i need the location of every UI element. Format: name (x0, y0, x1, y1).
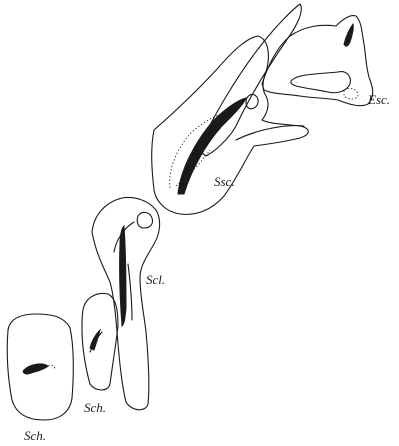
section-scl (92, 198, 160, 410)
section-esc (262, 16, 373, 106)
label-sch-inner: Sch. (84, 400, 106, 415)
label-esc: Esc. (367, 92, 390, 107)
section-sch-outer (7, 314, 73, 420)
label-ssc: Ssc. (214, 174, 235, 189)
label-scl: Scl. (146, 272, 165, 287)
label-sch-outer: Sch. (24, 428, 46, 443)
section-sch-inner (82, 294, 118, 391)
